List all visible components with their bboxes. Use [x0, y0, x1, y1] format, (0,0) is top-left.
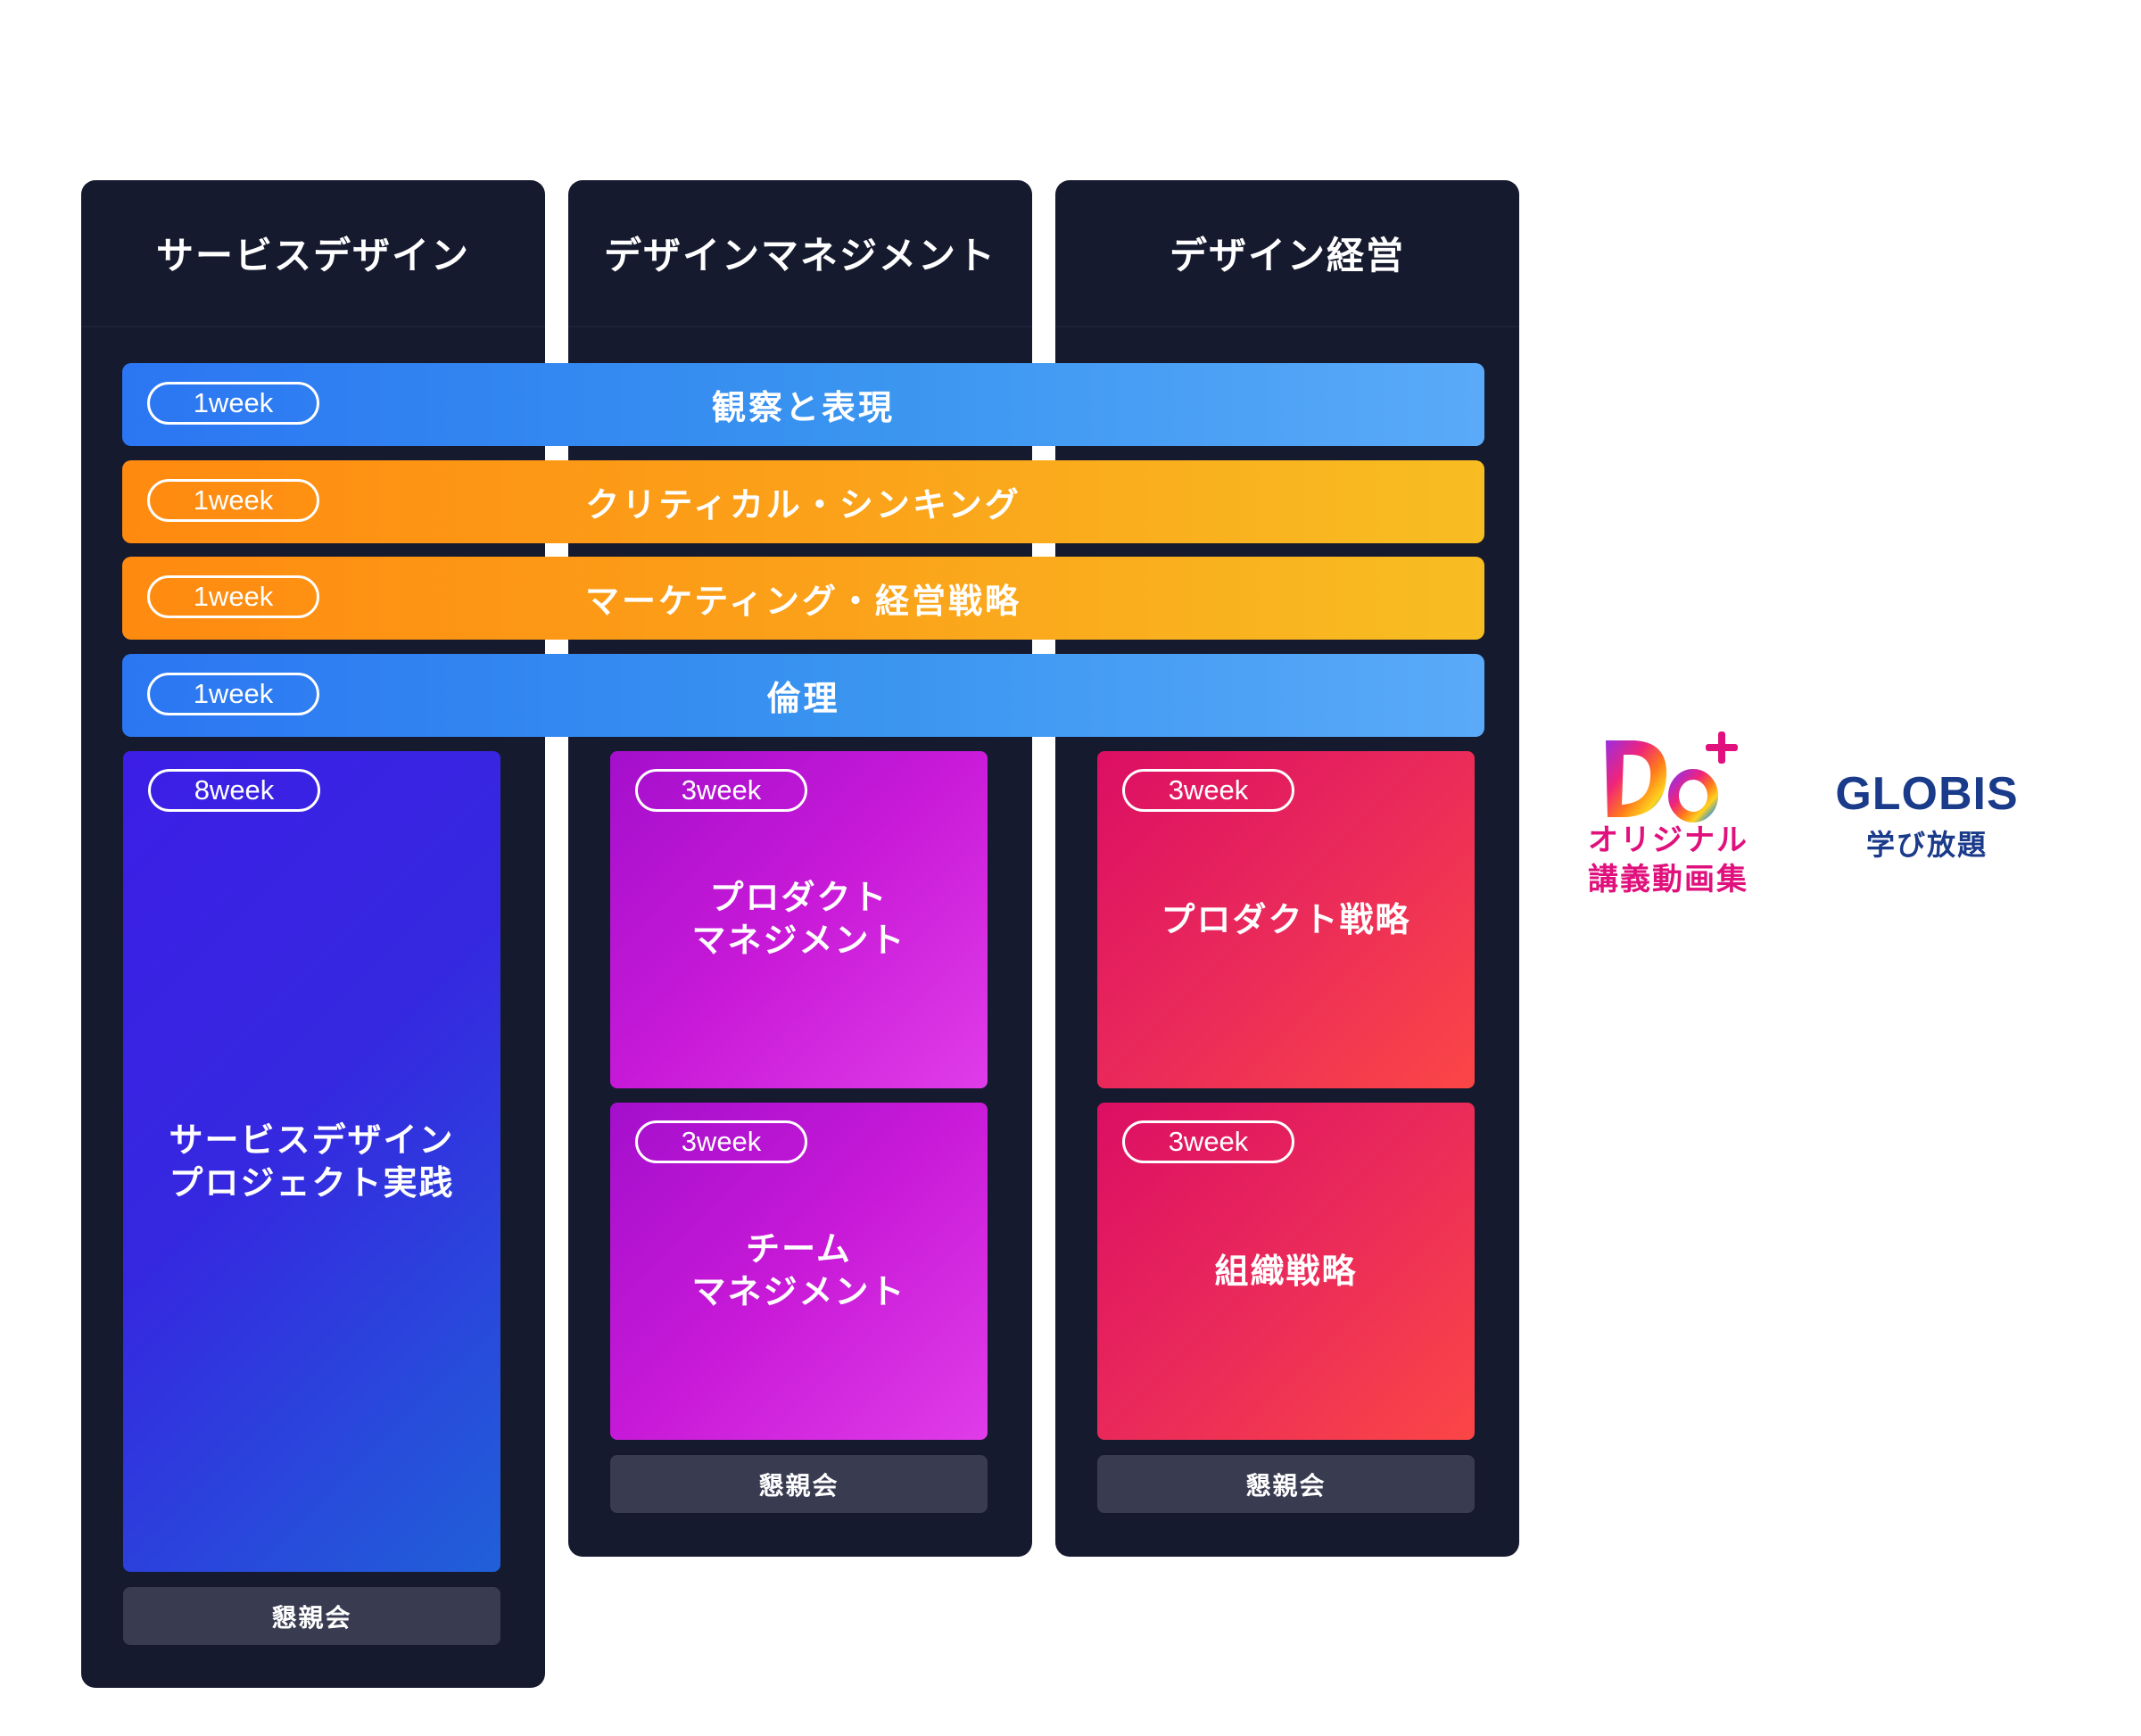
course-title: プロダクト戦略 — [1161, 900, 1411, 939]
duration-pill: 3week — [635, 769, 807, 812]
duration-pill: 3week — [635, 1120, 807, 1163]
column-title: デザインマネジメント — [568, 180, 1032, 327]
duration-pill: 8week — [148, 769, 320, 812]
course-title: 組織戦略 — [1214, 1252, 1358, 1291]
course-title: 倫理 — [766, 679, 840, 718]
course-band-ethics: 倫理 1week — [122, 654, 1484, 737]
duration-pill: 1week — [147, 575, 319, 618]
course-card-service-design-project: 8week サービスデザイン プロジェクト実践 — [123, 751, 500, 1572]
course-title: 観察と表現 — [711, 388, 895, 427]
duration-pill: 1week — [147, 673, 319, 715]
course-card-team-management: 3week チーム マネジメント — [610, 1103, 988, 1440]
course-band-critical-thinking: クリティカル・シンキング 1week — [122, 460, 1484, 543]
globis-subtitle: 学び放題 — [1865, 828, 1988, 862]
course-card-product-management: 3week プロダクト マネジメント — [610, 751, 988, 1088]
social-event: 懇親会 — [1097, 1455, 1475, 1513]
duration-pill: 3week — [1122, 769, 1294, 812]
social-event: 懇親会 — [610, 1455, 988, 1513]
column-title: サービスデザイン — [81, 180, 545, 327]
do-plus-caption: オリジナル 講義動画集 — [1588, 823, 1748, 897]
duration-pill: 1week — [147, 382, 319, 425]
course-title: マーケティング・経営戦略 — [585, 582, 1021, 621]
course-title: サービスデザイン プロジェクト実践 — [169, 1120, 455, 1203]
globis-logo: GLOBIS — [1835, 768, 2019, 820]
duration-pill: 1week — [147, 479, 319, 522]
course-band-observation: 観察と表現 1week — [122, 363, 1484, 446]
do-plus-logo — [1606, 732, 1738, 823]
course-title: クリティカル・シンキング — [585, 485, 1021, 525]
course-title: プロダクト マネジメント — [691, 878, 906, 960]
social-event: 懇親会 — [123, 1587, 500, 1645]
column-title: デザイン経営 — [1055, 180, 1519, 327]
course-title: チーム マネジメント — [691, 1229, 906, 1311]
course-card-product-strategy: 3week プロダクト戦略 — [1097, 751, 1475, 1088]
course-card-organization-strategy: 3week 組織戦略 — [1097, 1103, 1475, 1440]
duration-pill: 3week — [1122, 1120, 1294, 1163]
course-band-marketing-strategy: マーケティング・経営戦略 1week — [122, 557, 1484, 640]
